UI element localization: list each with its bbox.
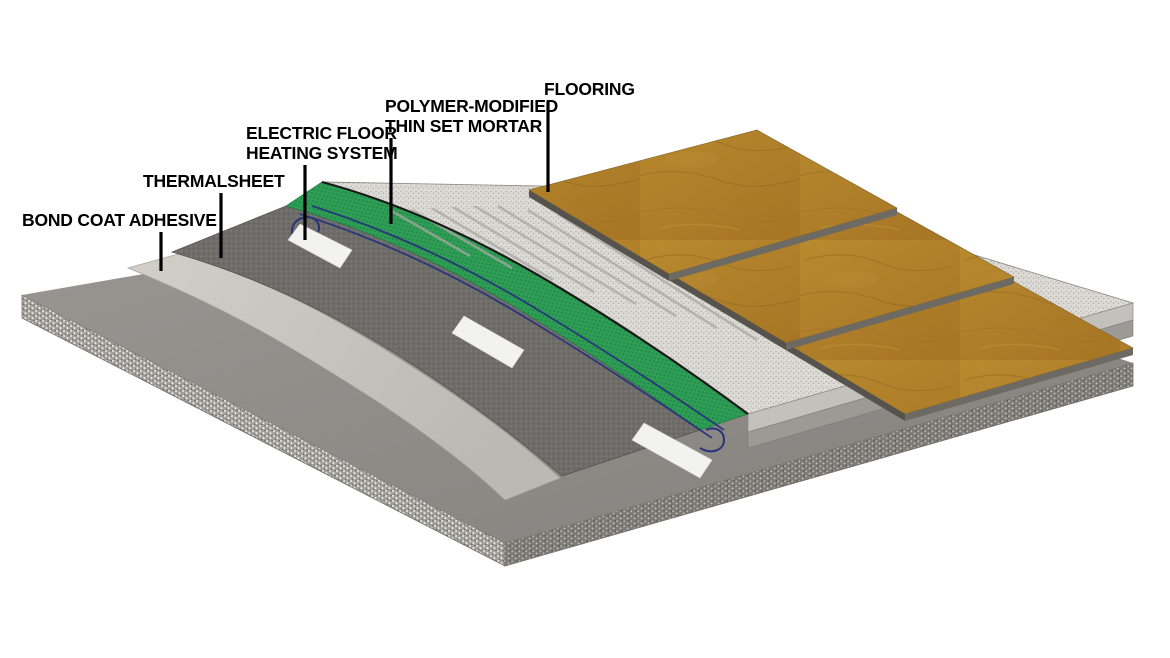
label-electric-floor-heating-system: ELECTRIC FLOOR HEATING SYSTEM xyxy=(246,123,398,163)
cutaway-boundary xyxy=(321,180,749,415)
heating-cable xyxy=(299,205,725,439)
flooring-layer xyxy=(528,129,1134,421)
flooring-tile xyxy=(528,129,898,281)
heating-cable-loop-lower xyxy=(699,427,726,453)
label-bond-coat-adhesive: BOND COAT ADHESIVE xyxy=(22,210,217,230)
label-polymer-modified-thin-set-mortar: POLYMER-MODIFIED THIN SET MORTAR xyxy=(385,96,559,136)
heating-mat-layer xyxy=(285,181,749,479)
leader-lines xyxy=(159,101,550,271)
label-thermalsheet: THERMALSHEET xyxy=(143,171,285,191)
bond-coat-adhesive-layer xyxy=(126,253,561,501)
label-flooring: FLOORING xyxy=(544,79,635,99)
